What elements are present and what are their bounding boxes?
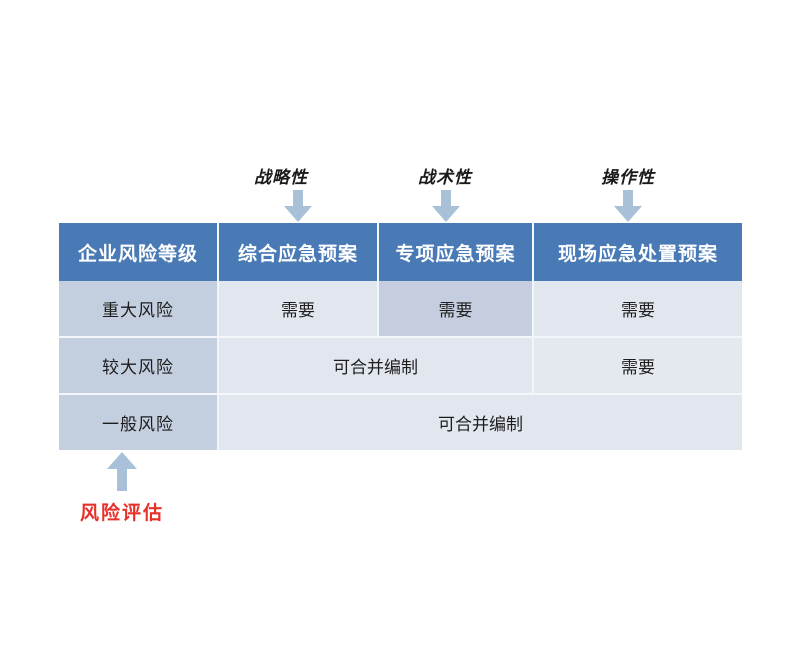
table-cell: 需要 xyxy=(533,281,742,338)
arrow-down-icon xyxy=(283,190,313,223)
annotation-label-tactical: 战术性 xyxy=(418,168,472,188)
table-row: 重大风险 需要 需要 需要 xyxy=(59,281,742,338)
table-header-special-plan: 专项应急预案 xyxy=(378,223,534,281)
table-cell: 需要 xyxy=(218,281,379,338)
row-header-large-risk: 较大风险 xyxy=(59,337,219,395)
annotation-label-operational: 操作性 xyxy=(601,168,655,188)
emergency-plan-matrix: 企业风险等级 综合应急预案 专项应急预案 现场应急处置预案 重大风险 需要 需要… xyxy=(59,223,742,450)
table-row: 一般风险 可合并编制 xyxy=(59,394,742,450)
table-header-row: 企业风险等级 综合应急预案 专项应急预案 现场应急处置预案 xyxy=(59,223,742,281)
table-cell-merged: 可合并编制 xyxy=(218,337,534,395)
table-row: 较大风险 可合并编制 需要 xyxy=(59,337,742,395)
arrow-down-icon xyxy=(431,190,461,223)
table-cell-merged: 可合并编制 xyxy=(218,394,742,450)
row-header-major-risk: 重大风险 xyxy=(59,281,219,338)
table-header-risk-level: 企业风险等级 xyxy=(59,223,219,281)
row-header-general-risk: 一般风险 xyxy=(59,394,219,450)
table-cell: 需要 xyxy=(533,337,742,395)
table-cell-highlight: 需要 xyxy=(378,281,534,338)
risk-assessment-caption: 风险评估 xyxy=(79,502,165,524)
arrow-up-icon xyxy=(106,452,138,492)
annotation-label-strategic: 战略性 xyxy=(254,168,308,188)
arrow-down-icon xyxy=(613,190,643,223)
table-header-onsite-plan: 现场应急处置预案 xyxy=(533,223,742,281)
table-header-comprehensive-plan: 综合应急预案 xyxy=(218,223,379,281)
